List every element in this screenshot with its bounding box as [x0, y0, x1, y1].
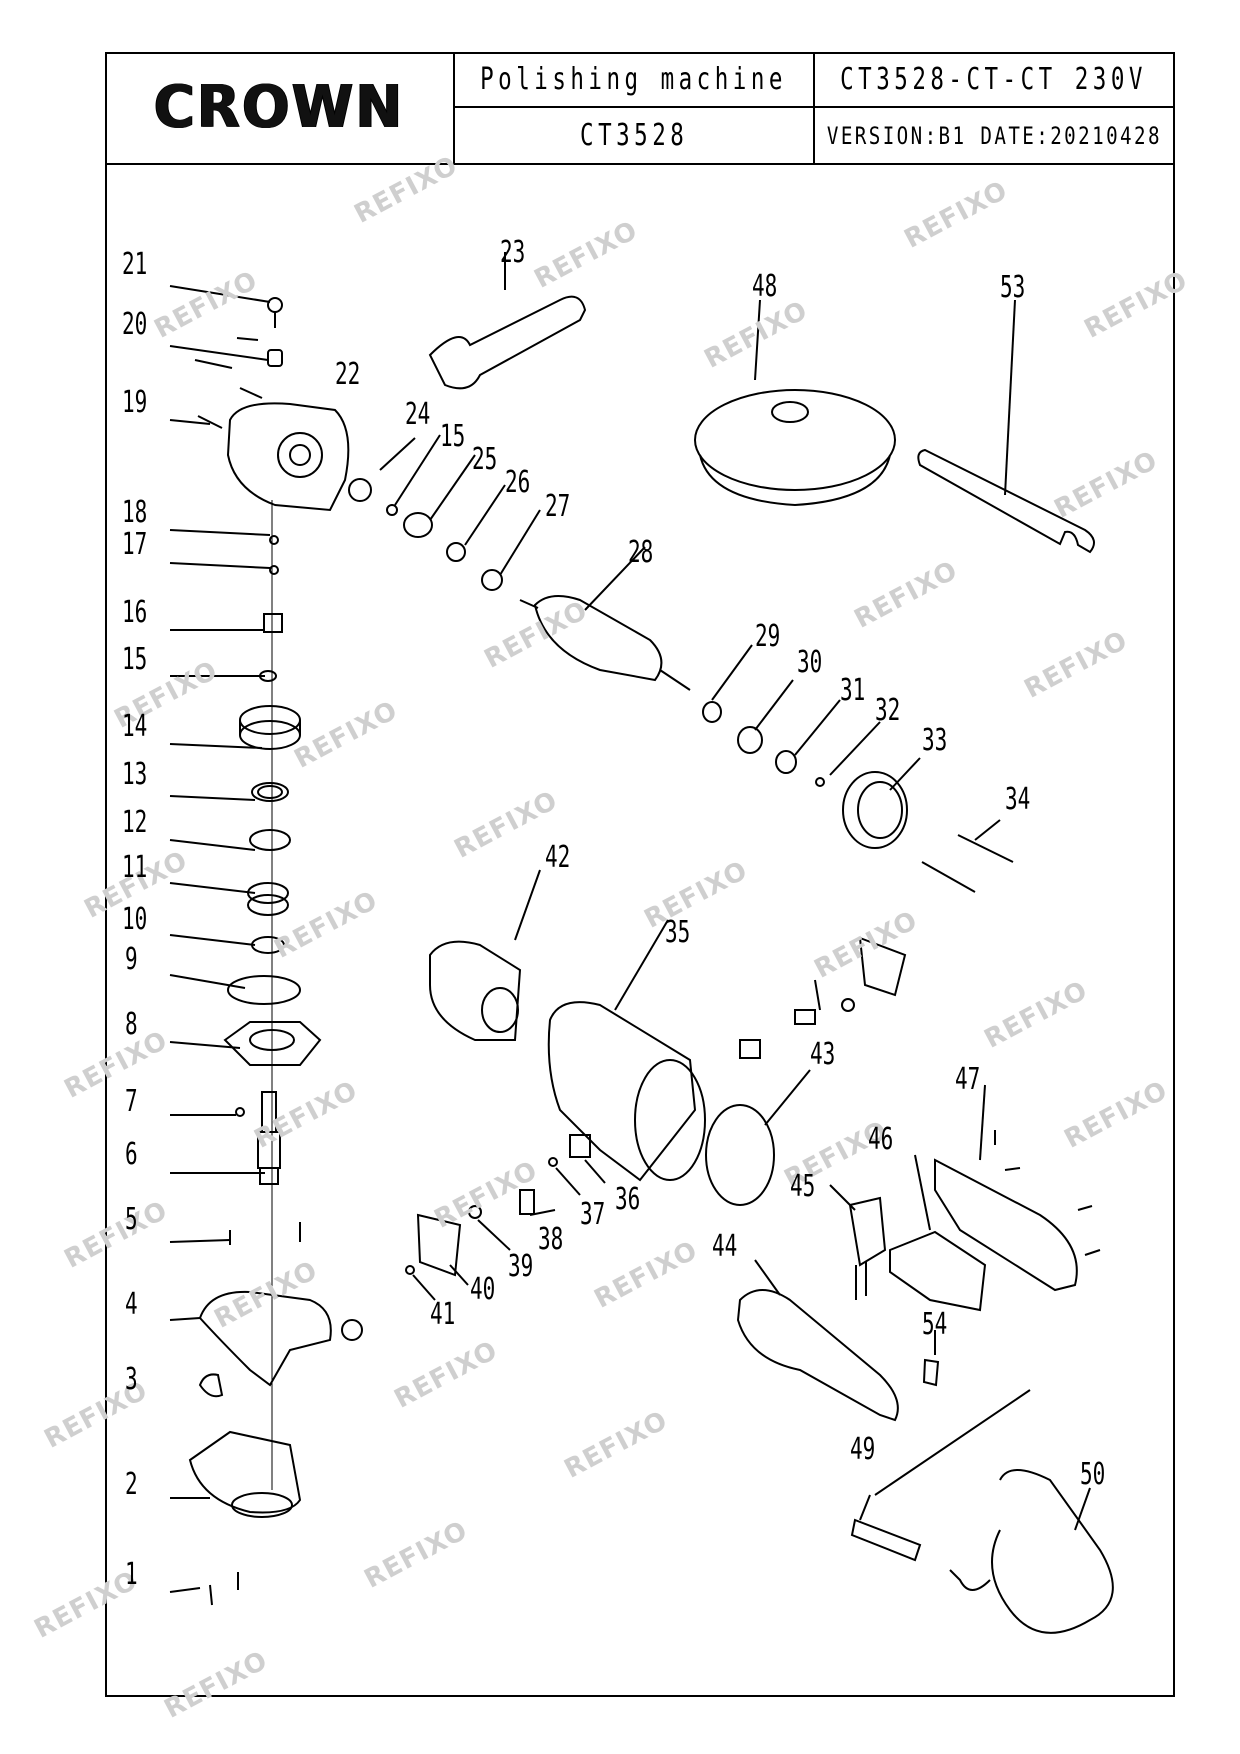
callout-label: 25	[472, 442, 498, 477]
callout-label: 14	[122, 709, 148, 744]
callout-label: 26	[505, 465, 531, 500]
variant-cell: CT3528-CT-CT 230V	[815, 52, 1175, 108]
callout-label: 19	[122, 385, 148, 420]
callout-label: 22	[335, 357, 361, 392]
callout-label: 27	[545, 489, 571, 524]
callout-label: 46	[868, 1122, 894, 1157]
callout-label: 20	[122, 307, 148, 342]
callout-label: 40	[470, 1272, 496, 1307]
version-date: VERSION:B1 DATE:20210428	[826, 121, 1162, 150]
callout-label: 54	[922, 1307, 948, 1342]
callout-label: 11	[122, 850, 148, 885]
callout-label: 13	[122, 757, 148, 792]
callout-label: 43	[810, 1037, 836, 1072]
callout-label: 33	[922, 723, 948, 758]
callout-label: 6	[125, 1137, 138, 1172]
callout-label: 47	[955, 1062, 981, 1097]
callout-label: 30	[797, 645, 823, 680]
callout-label: 41	[430, 1297, 456, 1332]
version-cell: VERSION:B1 DATE:20210428	[815, 108, 1175, 165]
callout-label: 23	[500, 235, 526, 270]
callout-label: 7	[125, 1084, 138, 1119]
callout-label: 24	[405, 397, 431, 432]
callout-label: 29	[755, 619, 781, 654]
callout-label: 34	[1005, 782, 1031, 817]
model-cell: CT3528	[455, 108, 815, 165]
callout-label: 9	[125, 942, 138, 977]
drawing-frame	[105, 52, 1175, 1697]
callout-label: 31	[840, 673, 866, 708]
callout-label: 53	[1000, 270, 1026, 305]
callout-label: 28	[628, 535, 654, 570]
callout-label: 3	[125, 1362, 138, 1397]
variant-code: CT3528-CT-CT 230V	[840, 61, 1148, 97]
model-code: CT3528	[579, 118, 689, 153]
callout-label: 1	[125, 1557, 138, 1592]
callout-label: 45	[790, 1169, 816, 1204]
callout-label: 44	[712, 1229, 738, 1264]
callout-label: 15	[440, 419, 466, 454]
callout-label: 35	[665, 915, 691, 950]
callout-label: 38	[538, 1222, 564, 1257]
callout-label: 5	[125, 1202, 138, 1237]
callout-label: 16	[122, 595, 148, 630]
callout-label: 49	[850, 1432, 876, 1467]
callout-label: 2	[125, 1467, 138, 1502]
callout-label: 15	[122, 642, 148, 677]
callout-label: 36	[615, 1182, 641, 1217]
callout-label: 48	[752, 269, 778, 304]
callout-label: 39	[508, 1249, 534, 1284]
product-name-cell: Polishing machine	[455, 52, 815, 108]
callout-label: 42	[545, 840, 571, 875]
callout-label: 18	[122, 495, 148, 530]
title-block: CROWN Polishing machine CT3528 CT3528-CT…	[105, 52, 1175, 165]
callout-label: 4	[125, 1287, 138, 1322]
product-name: Polishing machine	[480, 61, 788, 97]
callout-label: 21	[122, 247, 148, 282]
callout-label: 12	[122, 805, 148, 840]
callout-label: 17	[122, 527, 148, 562]
callout-label: 8	[125, 1007, 138, 1042]
callout-label: 10	[122, 902, 148, 937]
brand-cell: CROWN	[105, 52, 455, 165]
brand-logo: CROWN	[153, 73, 405, 142]
callout-label: 50	[1080, 1457, 1106, 1492]
callout-label: 37	[580, 1197, 606, 1232]
callout-label: 32	[875, 693, 901, 728]
